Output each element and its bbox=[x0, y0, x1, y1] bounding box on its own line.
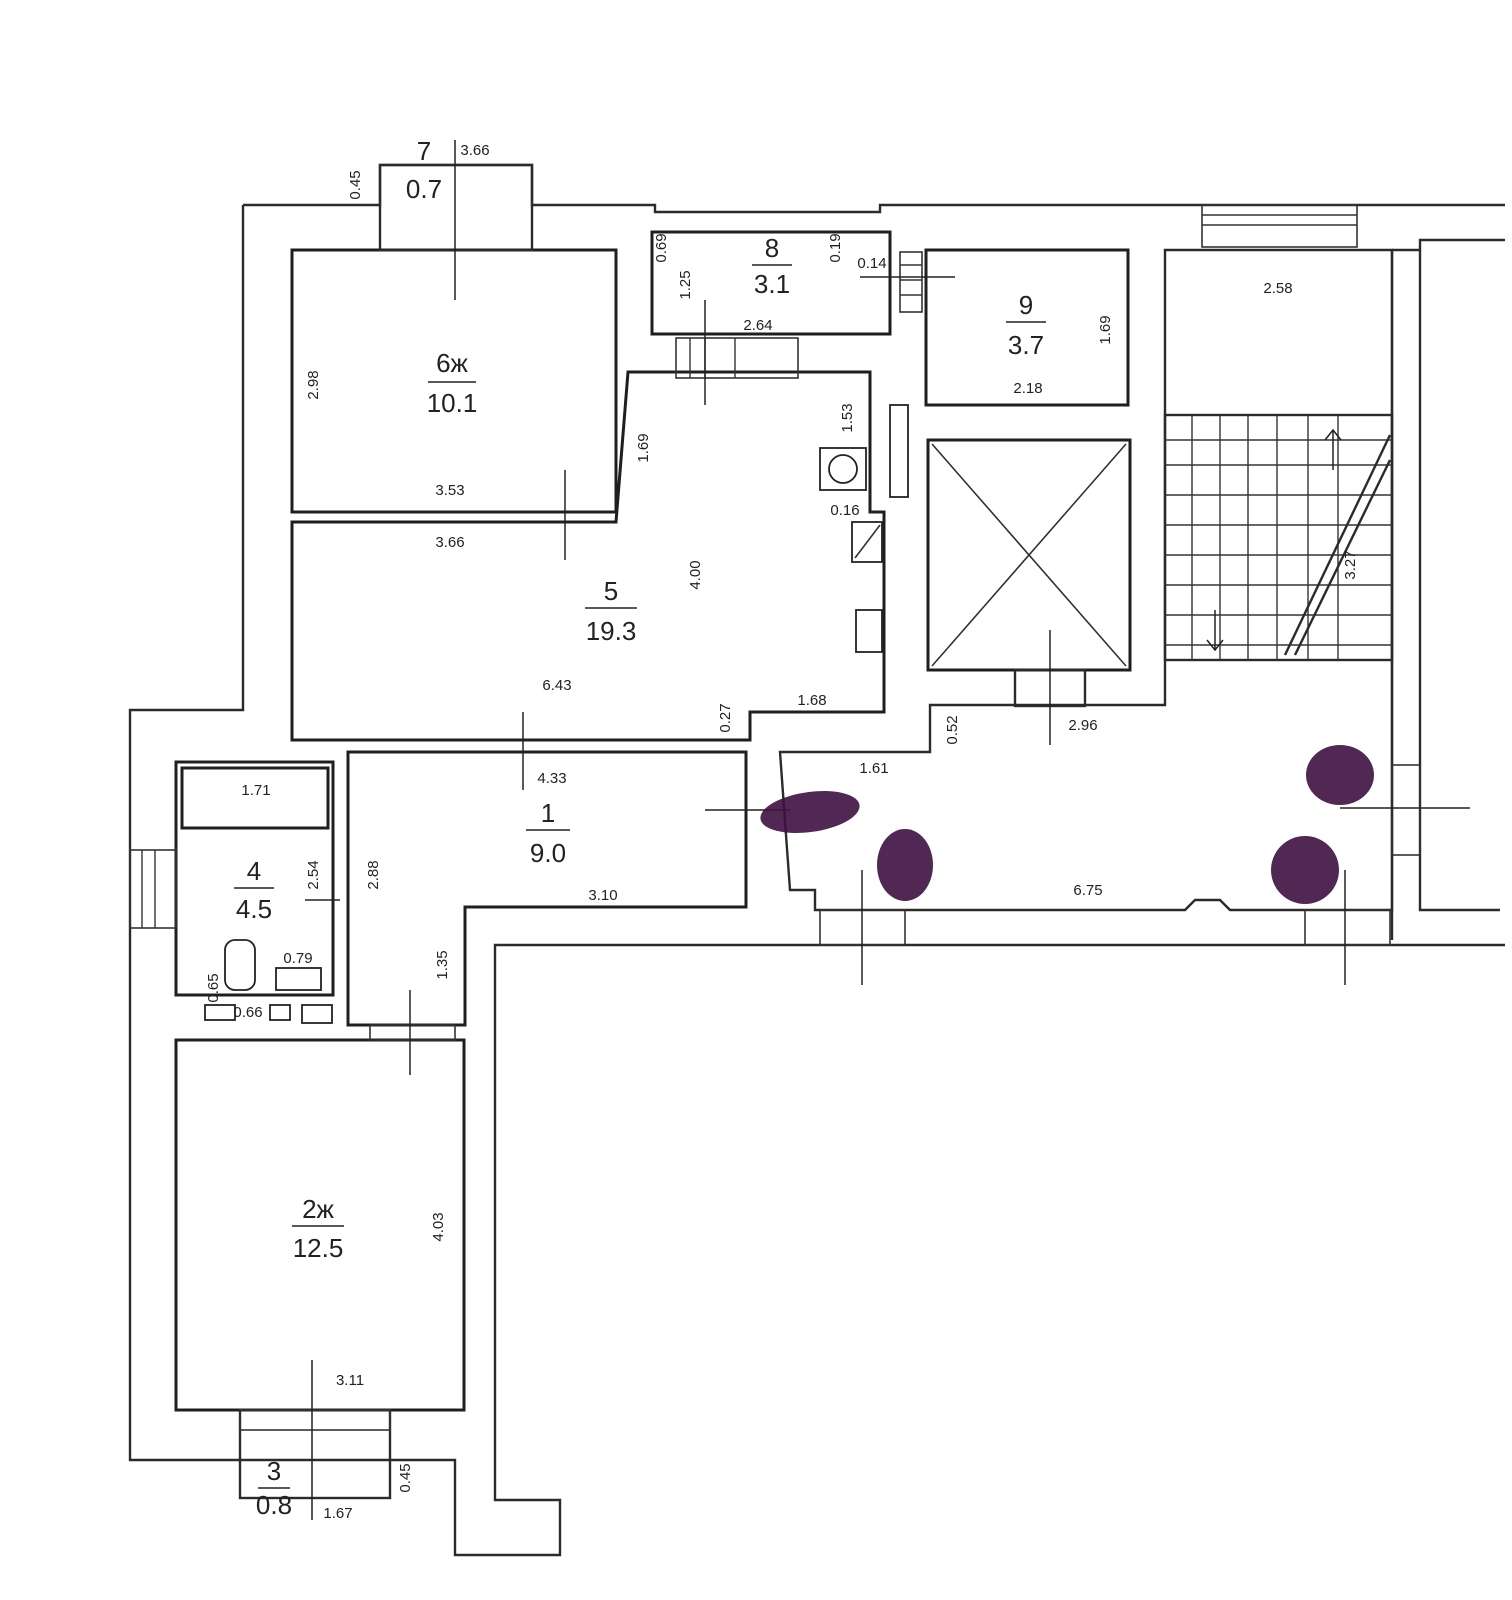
dim-label: 0.52 bbox=[944, 715, 961, 744]
room-6-number: 6ж bbox=[436, 348, 468, 378]
room-8-area: 3.1 bbox=[754, 269, 790, 299]
dim-label: 3.66 bbox=[460, 142, 489, 159]
dim-label: 1.68 bbox=[797, 692, 826, 709]
dim-label: 2.58 bbox=[1263, 280, 1292, 297]
dim-label: 0.19 bbox=[827, 233, 844, 262]
scribble-mark bbox=[877, 829, 933, 901]
dimension-lines bbox=[305, 140, 1470, 1520]
dim-label: 3.27 bbox=[1342, 550, 1359, 579]
dim-label: 0.69 bbox=[653, 233, 670, 262]
scribble-marks bbox=[760, 745, 1374, 904]
dim-label: 1.53 bbox=[839, 403, 856, 432]
room-4-area: 4.5 bbox=[236, 894, 272, 924]
vent bbox=[889, 404, 909, 498]
staircase bbox=[1163, 413, 1394, 662]
dim-label: 6.75 bbox=[1073, 882, 1102, 899]
fixtures bbox=[204, 404, 909, 1024]
dim-label: 3.10 bbox=[588, 887, 617, 904]
dim-label: 0.65 bbox=[205, 973, 222, 1002]
washbasin bbox=[275, 967, 322, 991]
toilet bbox=[224, 939, 256, 991]
dim-label: 2.88 bbox=[365, 860, 382, 889]
room-5-area: 19.3 bbox=[586, 616, 637, 646]
room-5-number: 5 bbox=[604, 576, 618, 606]
dim-label: 0.27 bbox=[717, 703, 734, 732]
room-1-number: 1 bbox=[541, 798, 555, 828]
scribble-mark bbox=[1306, 745, 1374, 805]
dim-label: 2.54 bbox=[305, 860, 322, 889]
dim-label: 0.16 bbox=[830, 502, 859, 519]
room-9-area: 3.7 bbox=[1008, 330, 1044, 360]
scribble-mark bbox=[760, 791, 860, 833]
room-6-area: 10.1 bbox=[427, 388, 478, 418]
dim-label: 4.03 bbox=[430, 1212, 447, 1241]
room-7-number: 7 bbox=[417, 136, 431, 166]
dim-label: 0.14 bbox=[857, 255, 886, 272]
fridge bbox=[855, 609, 883, 653]
dim-label: 1.69 bbox=[635, 433, 652, 462]
scribble-mark bbox=[1271, 836, 1339, 904]
dim-label: 3.11 bbox=[336, 1372, 364, 1389]
dim-label: 3.53 bbox=[435, 482, 464, 499]
dim-label: 2.64 bbox=[743, 317, 772, 334]
dim-label: 1.71 bbox=[241, 782, 270, 799]
dim-label: 2.18 bbox=[1013, 380, 1042, 397]
dim-label: 1.69 bbox=[1097, 315, 1114, 344]
dim-label: 0.45 bbox=[347, 170, 364, 199]
dim-label: 0.45 bbox=[397, 1463, 414, 1492]
room-3-area: 0.8 bbox=[256, 1490, 292, 1520]
room-2-number: 2ж bbox=[302, 1194, 334, 1224]
dim-label: 2.98 bbox=[305, 370, 322, 399]
dim-label: 1.61 bbox=[859, 760, 888, 777]
dim-label: 1.67 bbox=[323, 1505, 352, 1522]
dim-label: 4.33 bbox=[537, 770, 566, 787]
dim-label: 3.66 bbox=[435, 534, 464, 551]
dim-label: 1.35 bbox=[434, 950, 451, 979]
dim-label: 4.00 bbox=[687, 560, 704, 589]
room-labels: 6ж 10.1 7 0.7 8 3.1 9 3.7 5 19.3 1 9.0 4… bbox=[234, 136, 1046, 1520]
room-1-area: 9.0 bbox=[530, 838, 566, 868]
dim-label: 0.66 bbox=[233, 1004, 262, 1021]
room-8-number: 8 bbox=[765, 233, 779, 263]
room-2-area: 12.5 bbox=[293, 1233, 344, 1263]
room-7-area: 0.7 bbox=[406, 174, 442, 204]
room-4-number: 4 bbox=[247, 856, 261, 886]
dim-label: 2.96 bbox=[1068, 717, 1097, 734]
room-3-number: 3 bbox=[267, 1456, 281, 1486]
dimension-labels: 3.66 0.45 2.98 3.53 3.66 0.69 1.25 2.64 … bbox=[205, 142, 1359, 1522]
dim-label: 6.43 bbox=[542, 677, 571, 694]
dim-label: 0.79 bbox=[283, 950, 312, 967]
room-9-number: 9 bbox=[1019, 290, 1033, 320]
dim-label: 1.25 bbox=[677, 270, 694, 299]
